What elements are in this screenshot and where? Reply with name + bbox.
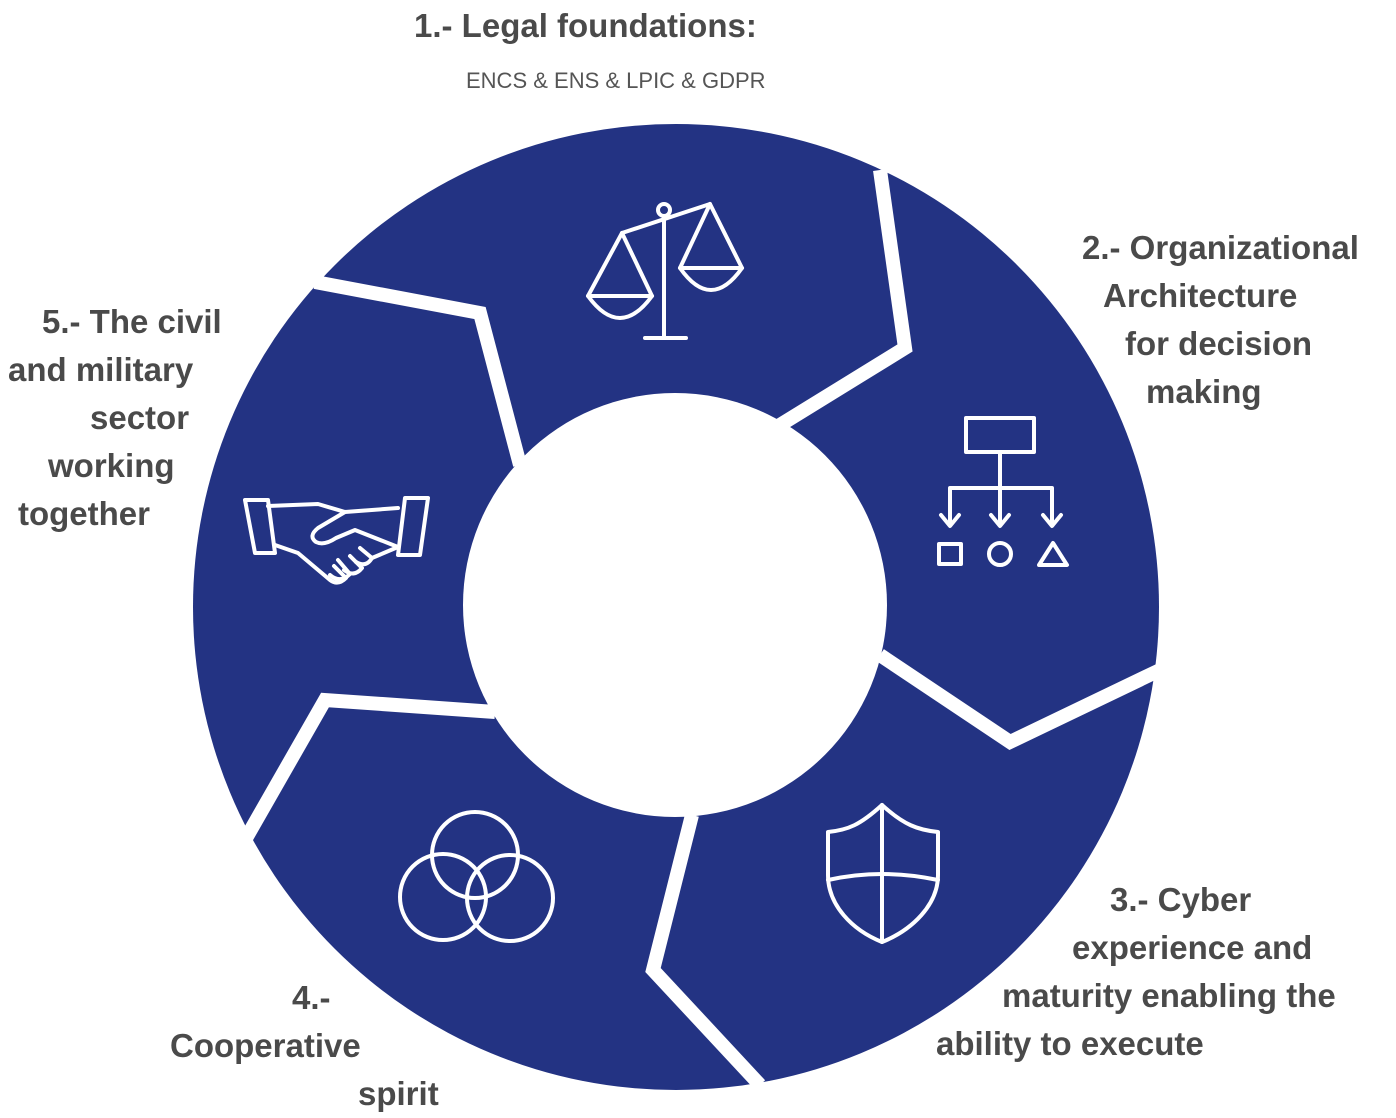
label-line: 5.- The civil	[42, 303, 222, 340]
shield-icon	[826, 803, 940, 944]
label-line: for decision	[1125, 325, 1313, 362]
label-line: experience and	[1072, 929, 1313, 966]
subtitle: ENCS & ENS & LPIC & GDPR	[466, 68, 766, 93]
label-line: maturity enabling the	[1002, 977, 1336, 1014]
org-chart-icon	[937, 416, 1069, 567]
label-cooperative: 4.- Cooperative spirit	[170, 974, 439, 1118]
label-line: sector	[90, 399, 190, 436]
divider-3-4	[645, 813, 766, 1090]
label-line: together	[18, 495, 150, 532]
label-line: Architecture	[1103, 277, 1298, 314]
venn-circles-icon	[398, 810, 555, 943]
label-line: 4.-	[292, 979, 331, 1016]
label-organizational: 2.- Organizational Architecture for deci…	[1082, 224, 1359, 416]
label-line: spirit	[358, 1075, 439, 1112]
label-line: working	[48, 447, 175, 484]
label-civil-military: 5.- The civil and military sector workin…	[8, 298, 222, 538]
title: 1.- Legal foundations:	[414, 7, 757, 44]
label-line: ability to execute	[936, 1025, 1204, 1062]
divider-4-5	[238, 692, 496, 844]
label-line: 2.- Organizational	[1082, 229, 1359, 266]
divider-2-3	[876, 649, 1164, 751]
label-line: making	[1146, 373, 1262, 410]
label-line: and military	[8, 351, 194, 388]
ring	[193, 124, 1159, 1090]
label-cyber: 3.- Cyber experience and maturity enabli…	[936, 876, 1336, 1068]
divider-5-1	[313, 275, 527, 467]
divider-1-2	[776, 169, 913, 431]
scales-icon	[586, 202, 744, 340]
segment-dividers	[238, 169, 1164, 1090]
label-line: 3.- Cyber	[1110, 881, 1252, 918]
label-line: Cooperative	[170, 1027, 361, 1064]
handshake-icon	[243, 496, 430, 585]
